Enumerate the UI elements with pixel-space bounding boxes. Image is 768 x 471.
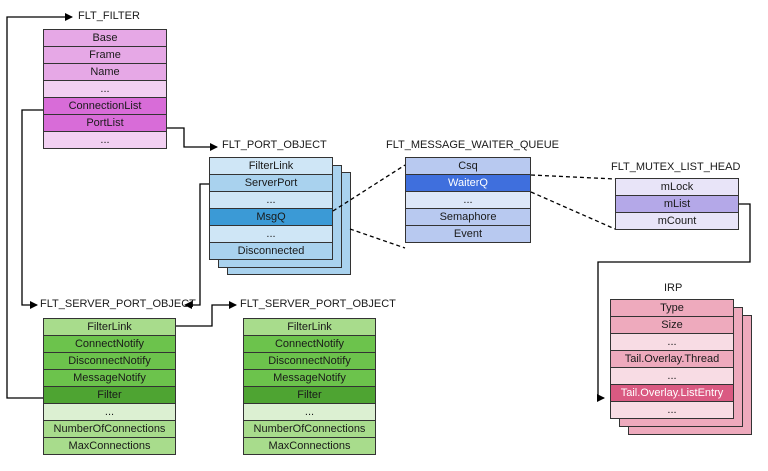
field-filter-link: FilterLink <box>243 318 376 336</box>
flt-port-object-title: FLT_PORT_OBJECT <box>222 139 327 151</box>
field-ellipsis: ... <box>405 191 531 209</box>
field-port-list: PortList <box>43 114 167 132</box>
field-tail-overlay-list-entry: Tail.Overlay.ListEntry <box>610 384 734 402</box>
field-disconnect-notify: DisconnectNotify <box>43 352 176 370</box>
field-ellipsis: ... <box>610 401 734 419</box>
field-waiterq: WaiterQ <box>405 174 531 192</box>
field-number-of-connections: NumberOfConnections <box>243 420 376 438</box>
field-ellipsis: ... <box>209 225 333 243</box>
field-frame: Frame <box>43 46 167 64</box>
field-mlock: mLock <box>615 178 739 196</box>
flt-server-port-object-1-title: FLT_SERVER_PORT_OBJECT <box>40 298 196 310</box>
field-disconnect-notify: DisconnectNotify <box>243 352 376 370</box>
field-mcount: mCount <box>615 212 739 230</box>
field-ellipsis: ... <box>43 131 167 149</box>
field-semaphore: Semaphore <box>405 208 531 226</box>
msgq-dashed-line-bottom <box>349 228 406 249</box>
flt-mutex-list-head-title: FLT_MUTEX_LIST_HEAD <box>611 161 741 173</box>
irp-title: IRP <box>664 282 683 294</box>
field-max-connections: MaxConnections <box>243 437 376 455</box>
field-message-notify: MessageNotify <box>43 369 176 387</box>
waiterq-dashed-line-top <box>530 174 616 180</box>
server-port-arrow <box>184 183 209 309</box>
field-base: Base <box>43 29 167 47</box>
field-msgq: MsgQ <box>209 208 333 226</box>
field-message-notify: MessageNotify <box>243 369 376 387</box>
field-connect-notify: ConnectNotify <box>243 335 376 353</box>
field-filter-link: FilterLink <box>43 318 176 336</box>
field-server-port: ServerPort <box>209 174 333 192</box>
irp-struct: Type Size ... Tail.Overlay.Thread ... Ta… <box>610 299 734 419</box>
field-ellipsis: ... <box>243 403 376 421</box>
field-filter: Filter <box>43 386 176 404</box>
flt-server-port-object-1-struct: FilterLink ConnectNotify DisconnectNotif… <box>43 318 176 455</box>
field-connection-list: ConnectionList <box>43 97 167 115</box>
flt-filter-title: FLT_FILTER <box>78 10 140 22</box>
field-csq: Csq <box>405 157 531 175</box>
field-connect-notify: ConnectNotify <box>43 335 176 353</box>
flt-server-port-object-2-struct: FilterLink ConnectNotify DisconnectNotif… <box>243 318 376 455</box>
port-list-arrow <box>167 127 218 151</box>
waiterq-dashed-line-bottom <box>530 191 616 230</box>
field-mlist: mList <box>615 195 739 213</box>
flt-message-waiter-queue-title: FLT_MESSAGE_WAITER_QUEUE <box>386 139 559 151</box>
field-ellipsis: ... <box>43 80 167 98</box>
field-name: Name <box>43 63 167 81</box>
flt-server-port-object-2-title: FLT_SERVER_PORT_OBJECT <box>240 298 396 310</box>
field-size: Size <box>610 316 734 334</box>
field-ellipsis: ... <box>610 333 734 351</box>
flt-message-waiter-queue-struct: Csq WaiterQ ... Semaphore Event <box>405 157 531 243</box>
field-ellipsis: ... <box>610 367 734 385</box>
field-ellipsis: ... <box>43 403 176 421</box>
field-filter-link: FilterLink <box>209 157 333 175</box>
connection-list-arrow <box>21 109 43 309</box>
field-max-connections: MaxConnections <box>43 437 176 455</box>
field-event: Event <box>405 225 531 243</box>
field-tail-overlay-thread: Tail.Overlay.Thread <box>610 350 734 368</box>
flt-mutex-list-head-struct: mLock mList mCount <box>615 178 739 230</box>
field-filter: Filter <box>243 386 376 404</box>
field-number-of-connections: NumberOfConnections <box>43 420 176 438</box>
field-ellipsis: ... <box>209 191 333 209</box>
flt-port-object-struct: FilterLink ServerPort ... MsgQ ... Disco… <box>209 157 333 260</box>
flt-filter-struct: Base Frame Name ... ConnectionList PortL… <box>43 29 167 149</box>
field-type: Type <box>610 299 734 317</box>
field-disconnected: Disconnected <box>209 242 333 260</box>
